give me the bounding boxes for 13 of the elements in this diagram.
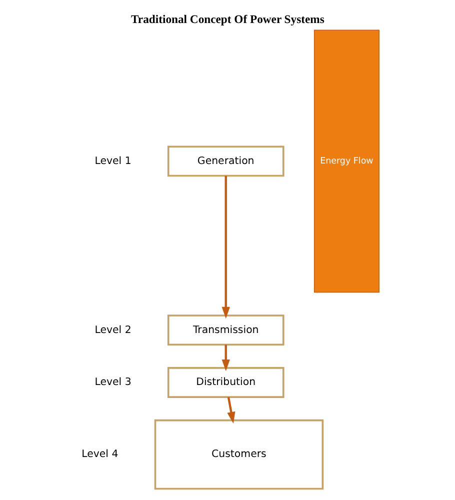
node-box: Distribution bbox=[167, 367, 284, 398]
node-box: Energy Flow bbox=[314, 30, 380, 293]
arrow bbox=[222, 344, 230, 372]
label: Level 4 bbox=[82, 449, 118, 460]
node-box: Transmission bbox=[167, 314, 284, 346]
diagram-title: Traditional Concept Of Power Systems bbox=[131, 12, 324, 26]
label: Level 2 bbox=[94, 324, 132, 336]
label: Level 3 bbox=[94, 377, 132, 388]
arrow bbox=[227, 396, 236, 424]
label: Level 1 bbox=[94, 156, 132, 167]
node-box: Generation bbox=[167, 146, 284, 177]
node-box: Customers bbox=[154, 419, 324, 490]
arrow bbox=[222, 176, 230, 319]
